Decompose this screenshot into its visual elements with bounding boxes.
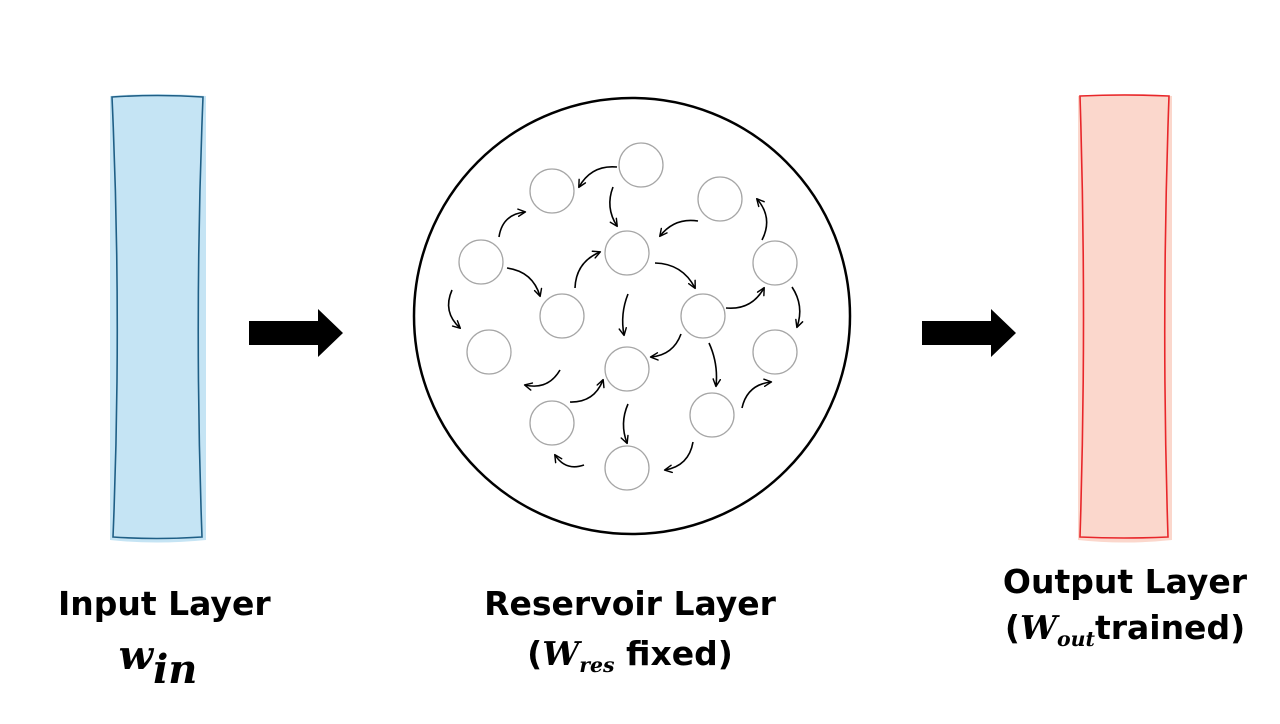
reservoir-connection-arrow [654, 262, 696, 290]
reservoir-connection-arrow [506, 267, 543, 298]
reservoir-connection-arrow [618, 293, 629, 337]
reservoir-connection-arrow [447, 289, 462, 330]
reservoir-weight-symbol: W [542, 634, 580, 673]
output-layer-outline [1079, 94, 1170, 539]
reservoir-node [529, 168, 575, 214]
input-layer-fill [110, 94, 206, 543]
reservoir-connection-arrow [741, 378, 773, 409]
reservoir-node [539, 293, 585, 339]
input-layer-outline [111, 94, 204, 540]
reservoir-node [680, 293, 726, 339]
reservoir-node [752, 329, 798, 375]
reservoir-layer-caption: Reservoir Layer (Wres fixed) [470, 582, 790, 687]
reservoir-connection-arrow [708, 342, 722, 388]
reservoir-node [458, 239, 504, 285]
output-layer-fill [1078, 94, 1172, 543]
reservoir-connection-arrow [649, 333, 682, 361]
reservoir-node [604, 445, 650, 491]
reservoir-node [697, 176, 743, 222]
reservoir-connection-arrow [554, 453, 585, 468]
reservoir-connection-arrow [659, 219, 699, 238]
reservoir-layer-title: Reservoir Layer [484, 584, 776, 623]
output-layer-bar [1078, 94, 1172, 543]
reservoir-connection-arrow [569, 378, 605, 403]
input-layer-caption: Input Layer win [58, 582, 271, 693]
input-layer-title: Input Layer [58, 584, 271, 623]
reservoir-node [689, 392, 735, 438]
reservoir-connection-arrow [523, 369, 561, 391]
input-layer-bar [110, 94, 206, 543]
reservoir-connection-arrow [755, 197, 768, 241]
reservoir-node [529, 400, 575, 446]
reservoir-to-output-arrow [922, 309, 1016, 357]
reservoir-connection-arrow [663, 441, 694, 474]
reservoir-connection-arrow [498, 208, 527, 238]
reservoir-connection-arrow [620, 403, 629, 445]
reservoir-node [752, 240, 798, 286]
reservoir-connection-arrow [609, 186, 618, 228]
reservoir-connection-arrow [725, 286, 765, 310]
reservoir-weight-line: (Wres fixed) [527, 634, 733, 678]
output-layer-title: Output Layer [1002, 562, 1248, 601]
output-layer-caption: Output Layer (Wouttrained) [990, 560, 1260, 661]
input-weight-symbol: win [118, 632, 198, 693]
output-weight-symbol: W [1019, 608, 1057, 647]
output-weight-line: (Wouttrained) [1004, 608, 1246, 652]
reservoir-node [618, 142, 664, 188]
reservoir-network [447, 142, 804, 491]
input-to-reservoir-arrow [249, 309, 343, 357]
reservoir-node [604, 346, 650, 392]
reservoir-node [466, 329, 512, 375]
reservoir-node [604, 230, 650, 276]
reservoir-connection-arrow [574, 250, 602, 289]
reservoir-connection-arrow [578, 165, 618, 189]
reservoir-connection-arrow [791, 286, 804, 329]
